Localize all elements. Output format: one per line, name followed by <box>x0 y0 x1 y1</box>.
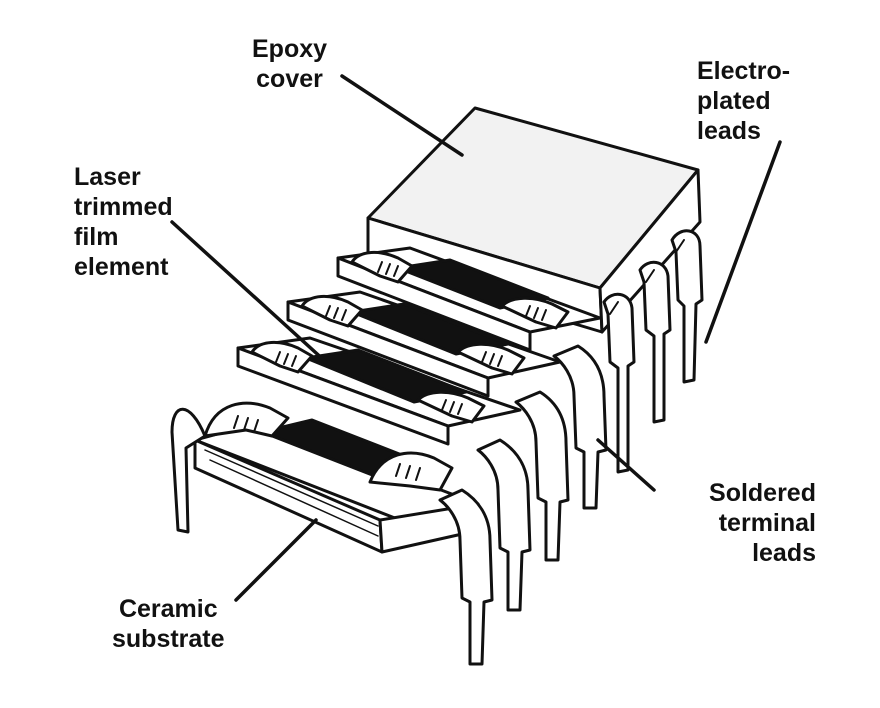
substrate-strip-1 <box>336 246 602 352</box>
film-element-3 <box>304 348 468 404</box>
substrate-strip-3 <box>236 336 522 446</box>
soldered-terminal-leads-label: Soldered terminal leads <box>709 479 816 567</box>
film-element-1 <box>396 258 550 310</box>
electroplated-leads-label: Electro- plated leads <box>697 57 791 145</box>
leader-laser-trimmed <box>170 220 328 364</box>
ceramic-substrate-label: Ceramic substrate <box>112 595 225 653</box>
leader-electroplated-leads <box>704 140 782 344</box>
film-element-2 <box>350 302 510 356</box>
electroplated-leads <box>602 229 704 474</box>
soldered-terminal-leads <box>170 344 608 666</box>
laser-trimmed-film-element-label: Laser trimmed film element <box>74 163 173 281</box>
leader-soldered-leads <box>596 438 656 492</box>
leader-lines <box>170 74 782 602</box>
leader-ceramic-substrate <box>234 518 318 602</box>
epoxy-cover-label: Epoxy cover <box>252 35 328 93</box>
leader-epoxy-cover <box>340 74 464 157</box>
